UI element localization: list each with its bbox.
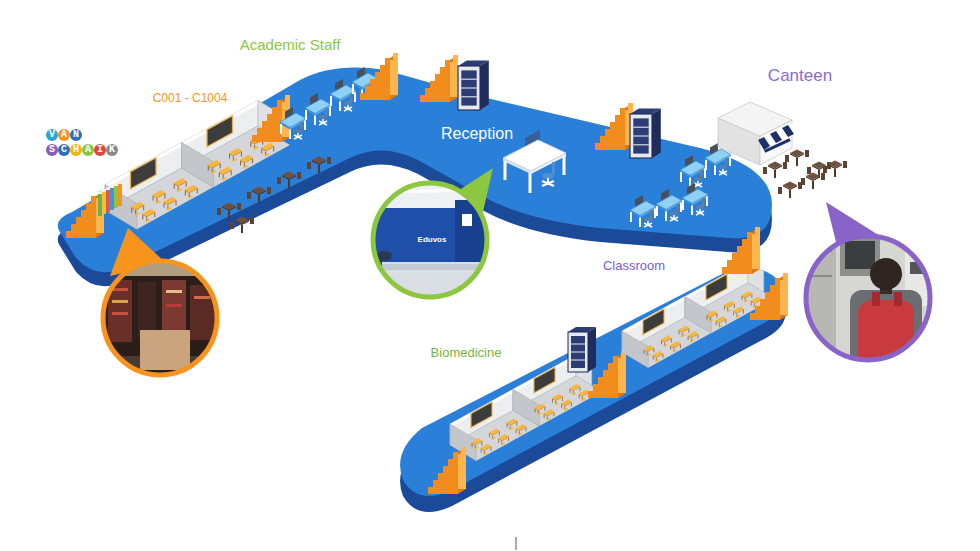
- upper-furniture: [217, 203, 241, 220]
- photo-callout: [140, 330, 190, 370]
- photo-callout: [100, 262, 220, 276]
- upper-furniture: [680, 155, 706, 187]
- area-label: Canteen: [768, 66, 832, 86]
- photo-callout: [103, 261, 217, 375]
- upper-furniture: [247, 187, 271, 204]
- upper-furniture: [420, 55, 458, 102]
- reception-desk: [529, 173, 532, 193]
- photo-callout: [462, 214, 472, 226]
- upper-furniture: [252, 95, 290, 142]
- lower-furniture: [568, 327, 596, 372]
- tick-mark: [516, 537, 517, 550]
- photo-callout: [370, 180, 495, 305]
- upper-furniture: [277, 172, 301, 189]
- photo-callout: [166, 304, 182, 307]
- area-label: Reception: [441, 124, 513, 143]
- upper-furniture: [656, 189, 682, 221]
- photo-callout: [800, 230, 940, 375]
- room-range-label: C001 - C1004: [153, 91, 228, 105]
- photo-callout: [138, 282, 156, 338]
- area-label: Classroom: [603, 258, 665, 274]
- upper-furniture: [763, 162, 787, 179]
- photo-callout: [455, 200, 495, 262]
- bookshelf: [98, 194, 102, 216]
- sign-text: Eduvos: [418, 235, 447, 245]
- photo-callout: [810, 275, 832, 277]
- upper-furniture: [630, 195, 656, 227]
- upper-furniture: [307, 157, 331, 174]
- photo-callout: [380, 190, 480, 192]
- bookshelf: [118, 184, 122, 206]
- reception-desk: [563, 155, 566, 175]
- photo-callout: [162, 280, 186, 338]
- photo-callout: [373, 183, 487, 297]
- area-label: Biomedicine: [431, 345, 502, 361]
- photo-callout: [370, 180, 495, 305]
- reception-desk: [552, 162, 555, 174]
- upper-furniture: [305, 93, 331, 125]
- logo-text: SCHAIK: [49, 144, 121, 156]
- upper-furniture: [682, 183, 708, 215]
- upper-furniture: [778, 182, 802, 199]
- upper-furniture: [630, 109, 661, 159]
- photo-callout: [870, 258, 902, 290]
- upper-furniture: [823, 161, 847, 178]
- lower-furniture: [428, 447, 466, 494]
- canteen-kiosk: [764, 138, 791, 153]
- reception-desk: [503, 140, 566, 171]
- bookshelf: [96, 182, 126, 216]
- photo-callout: [845, 241, 875, 269]
- canteen-kiosk: [770, 131, 782, 143]
- bookshelf: [110, 188, 114, 210]
- lower-furniture: [750, 273, 788, 320]
- photo-callout: [112, 288, 128, 291]
- photo-callout: [112, 300, 128, 303]
- reception-desk: [542, 181, 554, 186]
- upper-furniture: [360, 53, 398, 100]
- upper-furniture: [595, 103, 633, 150]
- lower-furniture: [588, 351, 626, 398]
- photo-callout: [112, 312, 128, 315]
- upper-floor: [58, 68, 772, 287]
- upper-furniture: [66, 191, 104, 238]
- upper-furniture: [801, 173, 825, 190]
- photo-callout: [100, 228, 230, 386]
- upper-furniture: [280, 107, 306, 139]
- canteen-kiosk: [782, 125, 794, 137]
- photo-callout: [194, 296, 210, 299]
- photo-callout: [800, 202, 940, 375]
- reception-desk: [504, 160, 507, 180]
- area-label: Academic Staff: [240, 36, 341, 54]
- upper-furniture: [458, 61, 489, 111]
- bookshelf: [114, 186, 118, 208]
- bookshelf: [106, 190, 110, 212]
- photo-callout: [370, 168, 495, 305]
- upper-floor: [58, 68, 772, 273]
- upper-furniture: [230, 217, 254, 234]
- bookshelf: [102, 192, 106, 214]
- photo-callout: [894, 292, 902, 306]
- photo-callout: [806, 236, 930, 360]
- photo-callout: [100, 258, 230, 386]
- logo-text: VAN: [49, 129, 85, 141]
- reception-desk: [542, 181, 554, 186]
- upper-furniture: [785, 150, 809, 167]
- photo-callout: [872, 292, 880, 306]
- photo-callout: [850, 290, 922, 375]
- photo-callout: [100, 258, 220, 378]
- lower-furniture: [722, 227, 760, 274]
- photo-callout: [166, 290, 182, 293]
